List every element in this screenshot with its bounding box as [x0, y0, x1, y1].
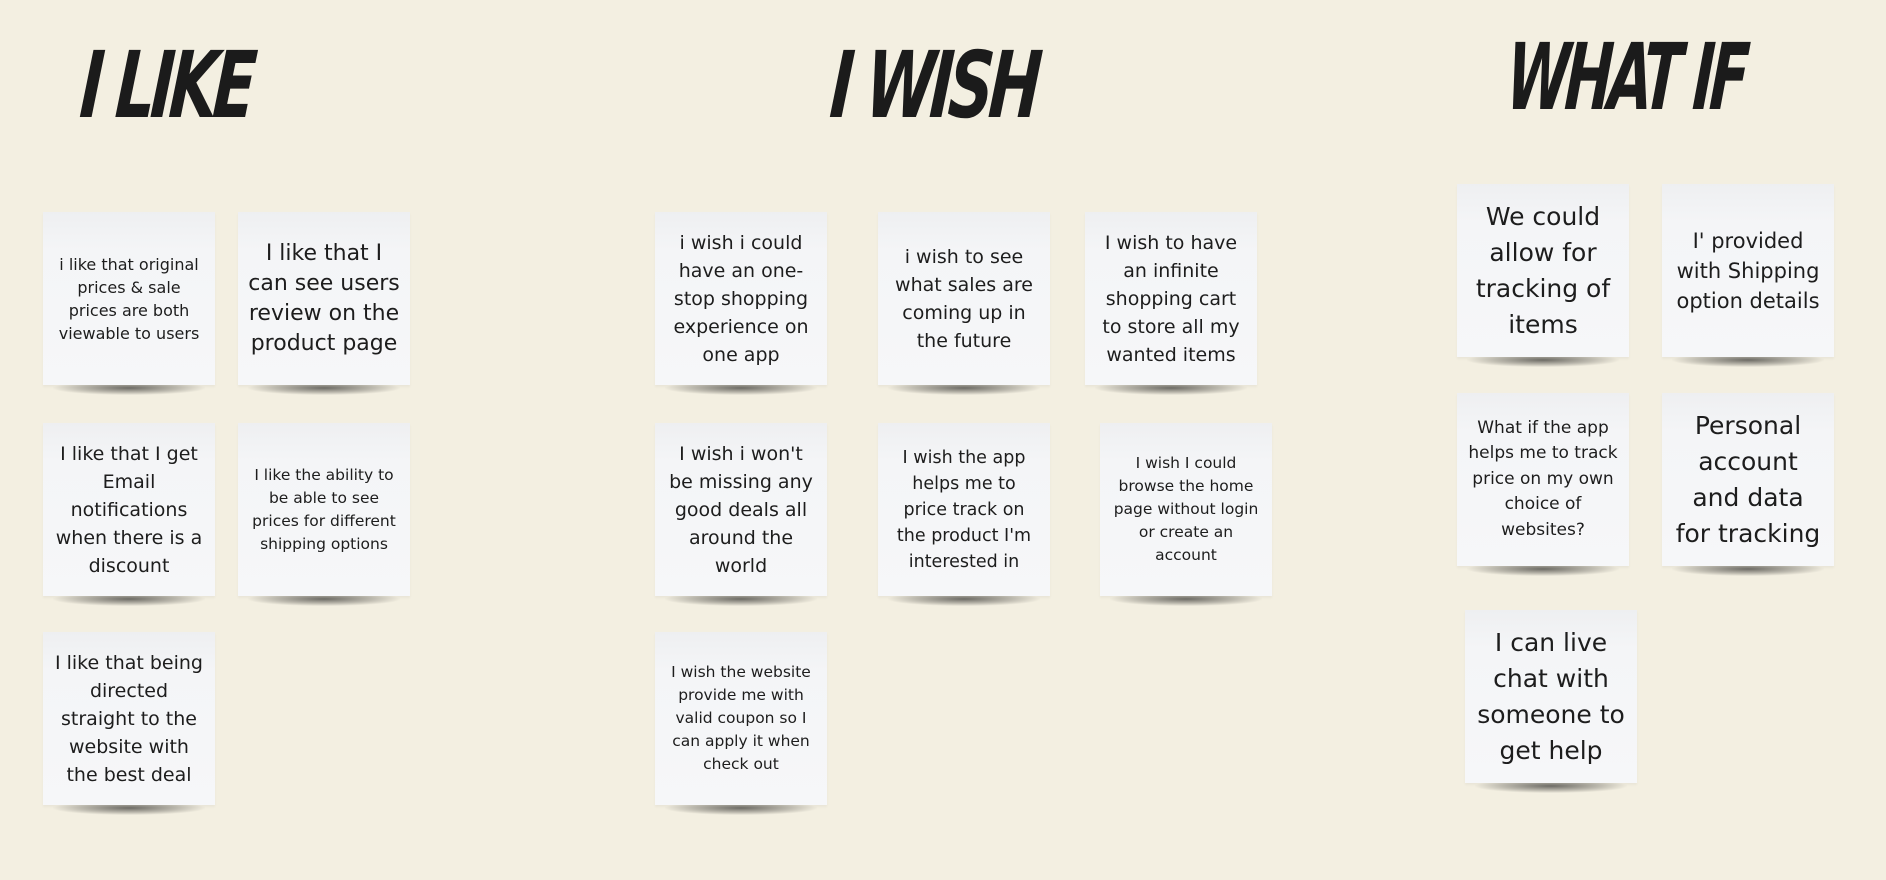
note-text: i wish to see what sales are coming up i… [895, 245, 1033, 352]
note-text: I wish the website provide me with valid… [671, 663, 811, 773]
wish-sticky-note[interactable]: I wish I could browse the home page with… [1100, 423, 1272, 606]
note-text: i like that original prices & sale price… [58, 254, 200, 343]
note-text: I wish I could browse the home page with… [1113, 454, 1259, 564]
wish-sticky-note[interactable]: I wish the app helps me to price track o… [878, 423, 1050, 606]
note-text: I like that being directed straight to t… [54, 651, 203, 786]
like-sticky-note[interactable]: I like that being directed straight to t… [43, 632, 215, 815]
i-wish-heading: I WISH [826, 32, 1041, 139]
wish-sticky-note[interactable]: I wish i won't be missing any good deals… [655, 423, 827, 606]
note-text: We could allow for tracking of items [1475, 201, 1611, 339]
note-text: Personal account and data for tracking [1675, 410, 1821, 548]
note-text: i wish i could have an one-stop shopping… [673, 231, 809, 366]
note-text: I wish to have an infinite shopping cart… [1102, 231, 1240, 366]
like-sticky-note[interactable]: i like that original prices & sale price… [43, 212, 215, 395]
note-text: I like that I can see users review on th… [248, 240, 400, 356]
note-text: What if the app helps me to track price … [1468, 417, 1618, 540]
note-text: I wish the app helps me to price track o… [896, 447, 1032, 572]
note-text: I like the ability to be able to see pri… [252, 465, 396, 553]
like-sticky-note[interactable]: I like the ability to be able to see pri… [238, 423, 410, 606]
i-like-heading: I LIKE [76, 32, 256, 139]
what-if-heading: WHAT IF [1503, 24, 1749, 131]
what-if-sticky-note[interactable]: I' provided with Shipping option details [1662, 184, 1834, 367]
wish-sticky-note[interactable]: I wish the website provide me with valid… [655, 632, 827, 815]
like-sticky-note[interactable]: I like that I get Email notifications wh… [43, 423, 215, 606]
note-text: I like that I get Email notifications wh… [55, 442, 203, 577]
what-if-sticky-note[interactable]: What if the app helps me to track price … [1457, 393, 1629, 576]
what-if-sticky-note[interactable]: I can live chat with someone to get help [1465, 610, 1637, 793]
like-sticky-note[interactable]: I like that I can see users review on th… [238, 212, 410, 395]
wish-sticky-note[interactable]: I wish to have an infinite shopping cart… [1085, 212, 1257, 395]
note-text: I' provided with Shipping option details [1676, 228, 1820, 313]
note-text: I wish i won't be missing any good deals… [669, 442, 813, 577]
note-text: I can live chat with someone to get help [1477, 627, 1625, 765]
what-if-sticky-note[interactable]: We could allow for tracking of items [1457, 184, 1629, 367]
wish-sticky-note[interactable]: i wish to see what sales are coming up i… [878, 212, 1050, 395]
what-if-sticky-note[interactable]: Personal account and data for tracking [1662, 393, 1834, 576]
wish-sticky-note[interactable]: i wish i could have an one-stop shopping… [655, 212, 827, 395]
